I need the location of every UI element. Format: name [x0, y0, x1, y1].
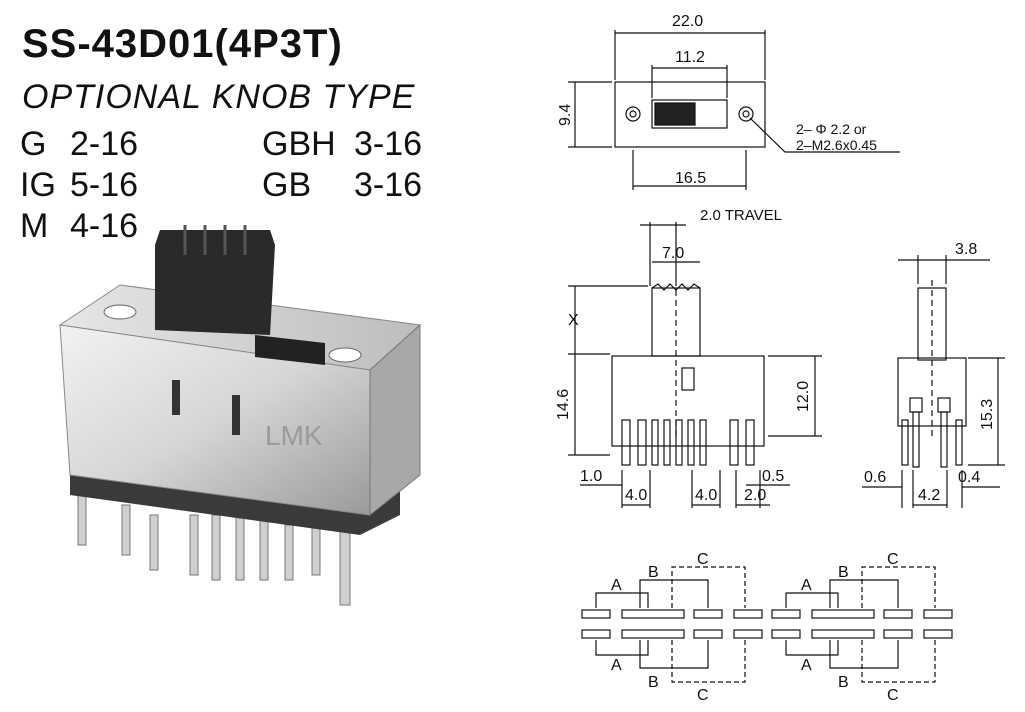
dim-side-pitch: 4.2: [918, 487, 940, 504]
switch-slot: [255, 335, 325, 365]
knob-option-code: M: [20, 207, 49, 245]
dim-pin-width: 0.5: [762, 468, 784, 485]
circuit-label-a: A: [611, 657, 622, 674]
dim-total-height: 14.6: [555, 389, 572, 420]
page-title: SS-43D01(4P3T): [22, 22, 343, 66]
switch-side-face: [369, 323, 421, 517]
dim-pin-pitch-2: 4.0: [695, 487, 717, 504]
switch-pins: [77, 484, 379, 606]
circuit-label-b: B: [838, 674, 849, 691]
dim-pin-offset: 1.0: [580, 468, 602, 485]
knob-option-code: G: [20, 125, 47, 163]
mount-hole-icon: [328, 347, 362, 363]
dim-pin-pitch-1: 4.0: [625, 487, 647, 504]
mount-hole-icon: [103, 304, 137, 320]
front-view-pins: [621, 419, 755, 466]
dim-side-knob: 3.8: [955, 241, 977, 258]
knob-option-value: 2-16: [70, 125, 139, 163]
dim-side-right: 0.4: [958, 469, 980, 486]
knob-option-gbh: GBH 3-16: [262, 125, 422, 164]
knob-option-value: 3-16: [354, 125, 423, 163]
dim-holes: 16.5: [675, 170, 706, 187]
circuit-label-c: C: [697, 687, 709, 704]
knob-option-gb: GB 3-16: [262, 166, 422, 205]
circuit-diagram-right: [771, 566, 953, 683]
dim-width: 22.0: [672, 13, 703, 30]
circuit-label-a: A: [801, 657, 812, 674]
dim-knob-height: X: [568, 312, 579, 329]
knob-option-value: 3-16: [354, 166, 423, 204]
dim-body-height: 12.0: [795, 381, 812, 412]
dim-knob-width: 7.0: [662, 245, 684, 262]
hole-icon: [738, 106, 754, 122]
hole-note-1: 2– Φ 2.2 or: [796, 121, 867, 137]
dim-travel: 2.0 TRAVEL: [700, 207, 782, 224]
circuit-label-a: A: [611, 577, 622, 594]
face-slot: [172, 380, 180, 415]
knob-option-ig: IG 5-16: [20, 166, 138, 205]
circuit-diagram-left: [581, 566, 763, 683]
knob-option-g: G 2-16: [20, 125, 138, 164]
dim-height: 9.4: [557, 104, 574, 126]
top-view-slot: [651, 99, 728, 129]
knob-icon: [155, 230, 275, 335]
circuit-label-b: B: [838, 564, 849, 581]
dim-slot: 11.2: [675, 49, 705, 66]
face-slot: [232, 395, 240, 435]
knob-option-code: GB: [262, 166, 312, 204]
subtitle: OPTIONAL KNOB TYPE: [22, 78, 416, 116]
circuit-label-c: C: [887, 551, 899, 568]
circuit-label-b: B: [648, 564, 659, 581]
circuit-label-b: B: [648, 674, 659, 691]
hole-icon: [625, 106, 641, 122]
circuit-label-c: C: [697, 551, 709, 568]
circuit-label-c: C: [887, 687, 899, 704]
knob-option-value: 5-16: [70, 166, 139, 204]
knob-option-m: M 4-16: [20, 207, 138, 246]
dim-side-height: 15.3: [979, 399, 996, 430]
knob-option-value: 4-16: [70, 207, 139, 245]
dim-side-left: 0.6: [864, 469, 886, 486]
product-photo: LMK: [58, 225, 422, 606]
hole-note-2: 2–M2.6x0.45: [796, 137, 877, 153]
dim-pin-end: 2.0: [744, 487, 766, 504]
side-view-body: [897, 357, 967, 427]
knob-option-code: IG: [20, 166, 56, 204]
brand-label: LMK: [265, 420, 323, 451]
knob-option-code: GBH: [262, 125, 336, 163]
top-view-body: [614, 81, 766, 148]
circuit-label-a: A: [801, 577, 812, 594]
